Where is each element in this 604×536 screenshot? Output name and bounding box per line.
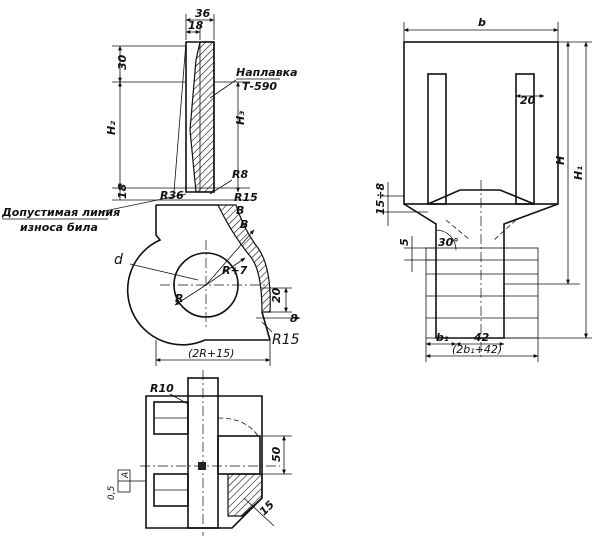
dim-R10: R10 — [150, 382, 174, 395]
dim-5: 5 — [398, 238, 411, 246]
dim-05: 0,5 — [107, 485, 117, 500]
naplavka-label-line2: Т-590 — [242, 80, 277, 93]
front-view: 36 18 30 H₂ 18 H₃ Наплавка Т-590 R8 R36 … — [1, 7, 301, 366]
dim-42: 42 — [473, 331, 490, 344]
dim-H2: H₂ — [105, 121, 118, 135]
dim-B-small: B — [236, 204, 244, 217]
side-view: b 20 H H₁ 15÷8 5 — [374, 16, 592, 362]
dim-R15b: R15 — [272, 332, 300, 348]
dim-d: d — [114, 252, 123, 268]
naplavka-label-line1: Наплавка — [236, 66, 298, 79]
dim-20a: 20 — [270, 287, 283, 303]
dim-H1: H₁ — [572, 166, 585, 180]
dim-R7: R+7 — [222, 264, 248, 277]
dim-15-8: 15÷8 — [374, 182, 387, 215]
wear-line-label-line1: Допустимая линия — [1, 206, 120, 219]
dim-36: 36 — [195, 7, 211, 20]
dim-30deg: 30° — [438, 236, 459, 249]
dim-30: 30 — [116, 54, 129, 70]
top-view: R10 0,5 A 50 15 — [107, 370, 292, 536]
dim-H3: H₃ — [234, 111, 247, 125]
dim-b1: b₁ — [436, 331, 449, 344]
dim-2b1-42: (2b₁+42) — [452, 343, 502, 356]
wear-line-label-line2: износа била — [20, 221, 98, 234]
dim-R36: R36 — [160, 189, 184, 202]
dim-R: R — [175, 292, 183, 305]
dim-2R15: (2R+15) — [188, 347, 234, 360]
dim-R15a: R15 — [234, 191, 258, 204]
dim-18b: 18 — [116, 183, 129, 199]
dim-A: A — [121, 472, 131, 479]
dim-18: 18 — [188, 19, 204, 32]
dim-b: b — [478, 16, 486, 29]
dim-B-radius: B — [240, 218, 248, 231]
dim-8: 8 — [290, 312, 298, 325]
dim-50: 50 — [270, 446, 283, 462]
dim-R8: R8 — [232, 168, 248, 181]
dim-H: H — [554, 156, 567, 165]
dim-20b: 20 — [520, 94, 536, 107]
